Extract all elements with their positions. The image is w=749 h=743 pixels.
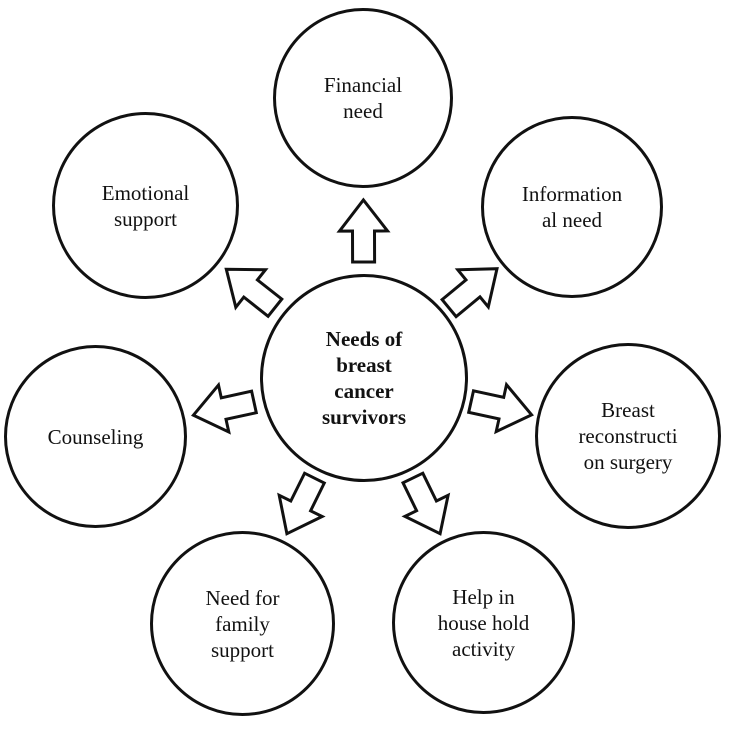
node-emotional-support: Emotional support <box>52 112 239 299</box>
node-need-for-family-support-label: Need for family support <box>205 585 280 662</box>
node-need-for-family-support: Need for family support <box>150 531 335 716</box>
node-counseling-label: Counseling <box>47 424 144 449</box>
arrow-to-financial-need <box>336 197 391 264</box>
arrow-to-need-for-family-support <box>277 471 327 536</box>
arrow-to-emotional-support <box>224 267 284 319</box>
node-breast-reconstruction-surgery-label: Breast reconstructi on surgery <box>578 398 678 474</box>
arrow-to-help-in-house-hold-activity <box>400 471 451 536</box>
node-informational-need: Information al need <box>481 116 663 298</box>
arrow-to-informational-need <box>439 267 499 319</box>
center-node: Needs of breast cancer survivors <box>260 274 468 482</box>
node-financial-need-label: Financial need <box>323 73 403 123</box>
node-help-in-house-hold-activity-label: Help in house hold activity <box>437 584 530 661</box>
node-breast-reconstruction-surgery: Breast reconstructi on surgery <box>535 343 721 529</box>
node-emotional-support-label: Emotional support <box>101 180 190 231</box>
node-counseling: Counseling <box>4 345 187 528</box>
node-financial-need: Financial need <box>273 8 453 188</box>
arrow-to-counseling <box>191 381 259 435</box>
node-help-in-house-hold-activity: Help in house hold activity <box>392 531 575 714</box>
arrow-to-breast-reconstruction-surgery <box>466 381 534 435</box>
center-node-label: Needs of breast cancer survivors <box>322 327 406 429</box>
node-informational-need-label: Information al need <box>521 182 623 232</box>
